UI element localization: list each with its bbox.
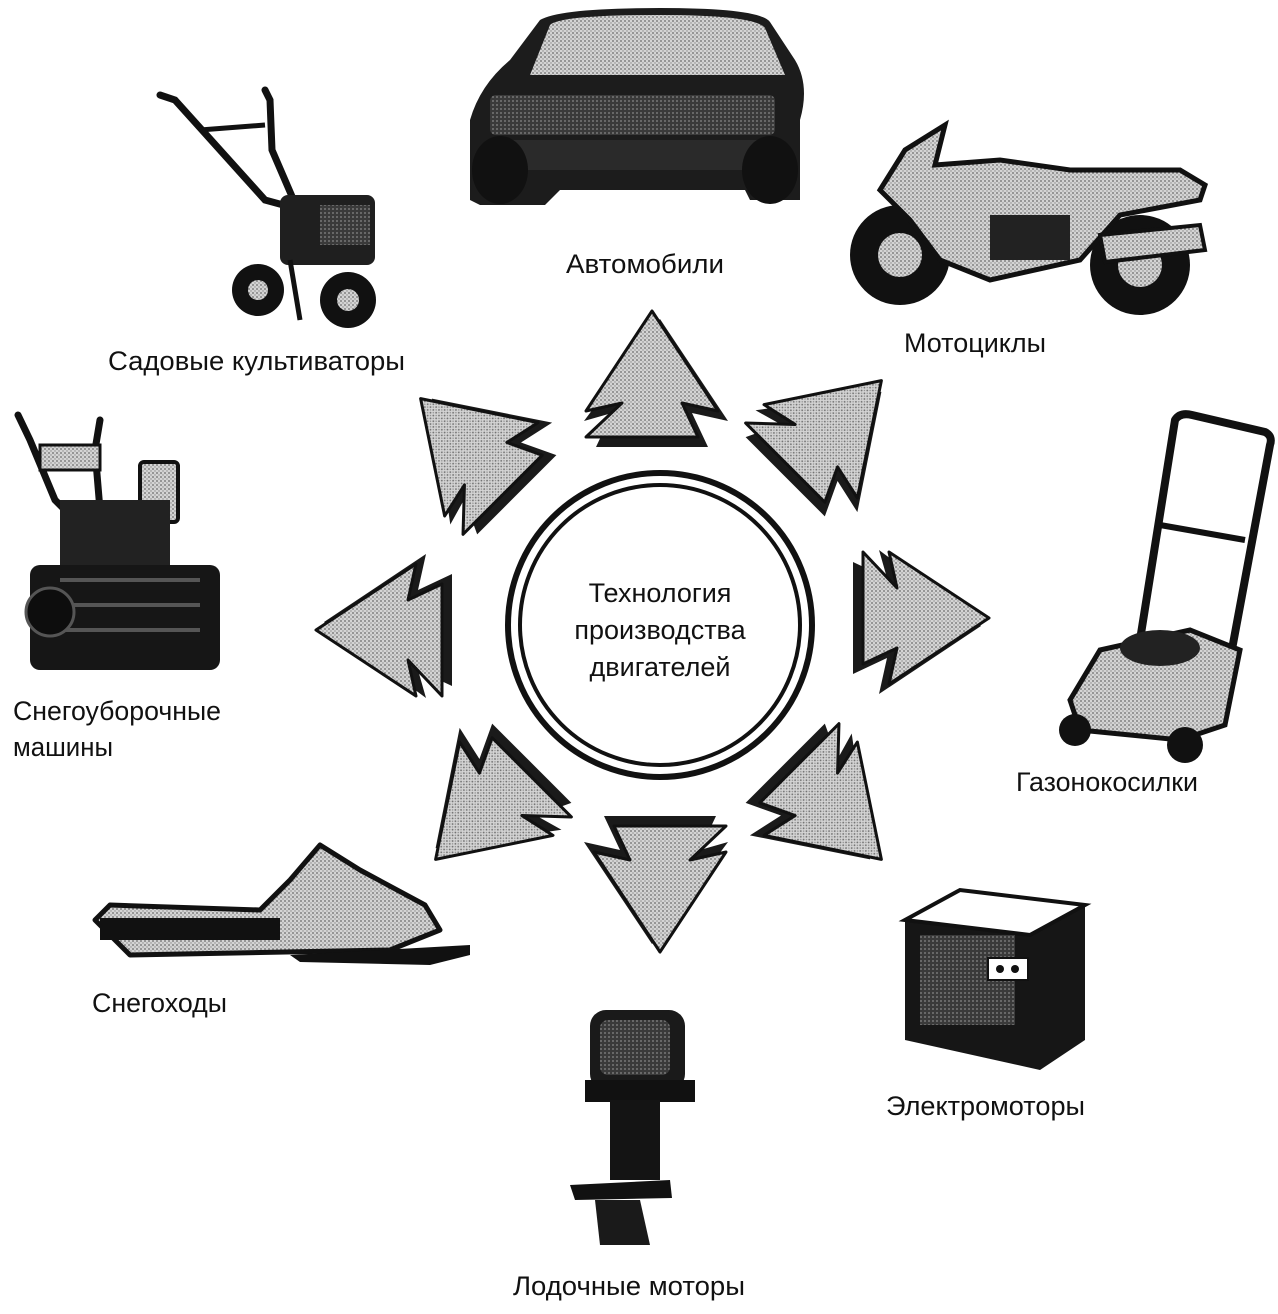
arrow-up [582,309,730,449]
arrow-down [582,814,730,954]
label-lawn-mowers: Газонокосилки [1016,767,1198,797]
label-electric-motors: Электромоторы [886,1091,1085,1121]
arrow-left [314,552,454,700]
arrow-down-right [729,713,931,915]
label-motorcycles: Мотоциклы [904,328,1046,358]
snowmobile-icon [92,842,470,965]
label-snow-blowers-line1: Снегоуборочные [13,696,221,726]
label-cultivators: Садовые культиваторы [108,346,405,376]
center-title-line-2: производства [574,615,746,645]
car-icon [470,8,804,205]
center-title-line-1: Технология [588,578,732,608]
label-boat-motors: Лодочные моторы [513,1271,745,1301]
lawn-mower-icon [1059,410,1275,763]
outboard-motor-icon [570,1010,695,1245]
label-cars: Автомобили [566,249,724,279]
label-snow-blowers-line2: машины [13,732,113,762]
label-snowmobiles: Снегоходы [92,988,227,1018]
arrow-down-left [380,707,582,909]
arrow-right [851,548,991,696]
generator-icon [898,887,1092,1070]
center-circle [505,470,815,780]
snow-blower-icon [14,411,220,670]
center-title: Технология производства двигателей [520,575,800,686]
arrow-up-right [735,331,937,533]
motorcycle-icon [850,119,1209,315]
center-title-line-3: двигателей [589,652,731,682]
cultivator-icon [156,86,376,328]
